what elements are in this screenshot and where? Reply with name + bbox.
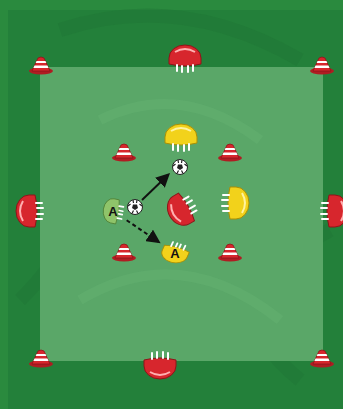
cone	[29, 350, 53, 368]
cone	[218, 244, 242, 262]
player-marker: A	[101, 197, 125, 225]
cone	[112, 244, 136, 262]
yellow-player	[222, 187, 249, 219]
yellow-player	[165, 124, 197, 151]
cone	[29, 57, 53, 75]
cone	[310, 57, 334, 75]
red-player	[169, 45, 201, 72]
cone	[310, 350, 334, 368]
turf-texture	[20, 15, 330, 380]
red-player	[162, 189, 201, 230]
playing-area	[40, 67, 323, 361]
player-marker: A	[160, 241, 190, 265]
cones	[29, 57, 334, 368]
cone	[218, 144, 242, 162]
pitch-border	[8, 10, 343, 409]
red-player	[144, 352, 176, 379]
player-label: A	[170, 247, 179, 260]
ball	[173, 160, 188, 175]
cone	[112, 144, 136, 162]
yellow-players	[165, 124, 249, 219]
run-arrow	[127, 220, 159, 241]
red-player	[16, 195, 43, 227]
red-players	[16, 45, 343, 379]
player-label: A	[108, 205, 117, 218]
ball	[128, 200, 143, 215]
red-player	[321, 195, 343, 227]
pass-arrow	[142, 175, 168, 200]
turf-texture	[80, 104, 280, 320]
